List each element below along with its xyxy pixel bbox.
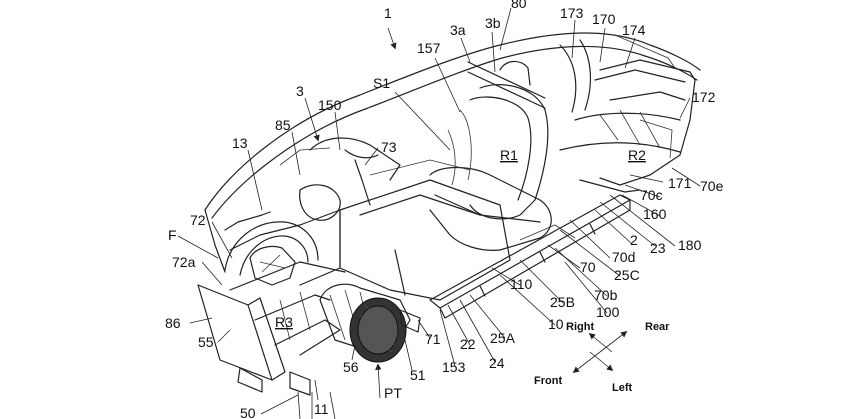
label-157: 157 — [417, 40, 441, 56]
front-bumper — [197, 261, 346, 396]
dir-rear: Rear — [645, 321, 670, 333]
label-72a: 72a — [172, 254, 196, 270]
label-110: 110 — [510, 276, 533, 292]
label-R2: R2 — [628, 147, 646, 163]
dir-front: Front — [534, 375, 562, 387]
label-24: 24 — [489, 355, 505, 371]
label-22: 22 — [460, 336, 476, 352]
label-70c: 70c — [640, 187, 663, 203]
label-50: 50 — [240, 405, 256, 419]
label-173: 173 — [560, 5, 584, 21]
arrow-right — [588, 332, 613, 353]
arrow-rear — [599, 331, 628, 353]
label-2: 2 — [630, 232, 638, 248]
label-150: 150 — [318, 97, 342, 113]
rear-structure — [559, 59, 696, 193]
label-86: 86 — [165, 315, 181, 331]
label-180: 180 — [678, 237, 702, 253]
roof-frame — [204, 32, 701, 219]
label-25B: 25B — [550, 294, 575, 310]
dir-left: Left — [612, 382, 633, 394]
label-85: 85 — [275, 117, 291, 133]
label-25A: 25A — [490, 330, 516, 346]
label-51: 51 — [410, 367, 426, 383]
dir-right: Right — [566, 321, 594, 333]
label-172: 172 — [692, 89, 716, 105]
arrow-front — [572, 351, 601, 373]
label-160: 160 — [643, 206, 667, 222]
reference-labels: 1 80 3a 3b 173 170 174 157 S1 3 150 172 … — [165, 0, 724, 419]
label-10: 10 — [548, 316, 564, 332]
powertrain — [319, 283, 421, 363]
label-56: 56 — [343, 359, 359, 375]
label-3b: 3b — [485, 15, 501, 31]
label-R1: R1 — [500, 147, 518, 163]
label-70e: 70e — [700, 178, 724, 194]
label-11: 11 — [314, 401, 329, 417]
label-153: 153 — [442, 359, 466, 375]
seat — [429, 60, 552, 251]
direction-indicator: Right Rear Front Left — [534, 321, 670, 394]
label-23: 23 — [650, 240, 666, 256]
floor-tunnel — [229, 159, 511, 301]
label-70: 70 — [580, 259, 596, 275]
label-170: 170 — [592, 11, 616, 27]
label-100: 100 — [596, 304, 620, 320]
label-F: F — [168, 227, 177, 243]
label-71: 71 — [425, 331, 441, 347]
label-3: 3 — [296, 83, 304, 99]
dash-steering — [279, 137, 401, 221]
front-wheelhouse — [204, 209, 319, 286]
label-3a: 3a — [450, 22, 466, 38]
label-174: 174 — [622, 22, 646, 38]
label-1: 1 — [384, 5, 392, 21]
label-S1: S1 — [373, 75, 390, 91]
label-73: 73 — [381, 139, 397, 155]
label-25C: 25C — [614, 267, 640, 283]
label-80: 80 — [511, 0, 527, 11]
label-72: 72 — [190, 212, 206, 228]
side-sill — [429, 194, 631, 319]
label-70b: 70b — [594, 287, 618, 303]
leader-lines — [177, 7, 701, 419]
label-70d: 70d — [612, 249, 635, 265]
label-55: 55 — [198, 334, 214, 350]
label-R3: R3 — [275, 314, 293, 330]
label-PT: PT — [384, 385, 402, 401]
label-171: 171 — [668, 175, 692, 191]
arrow-left — [589, 351, 614, 372]
label-13: 13 — [232, 135, 248, 151]
